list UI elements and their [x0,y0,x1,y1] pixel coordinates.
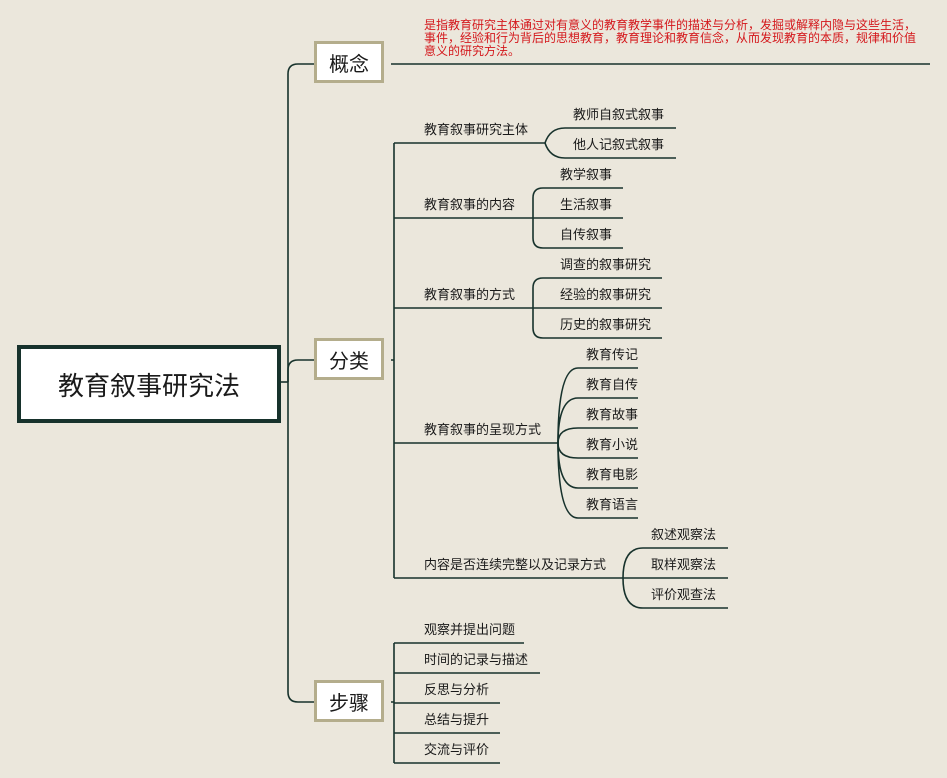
step-item[interactable]: 观察并提出问题 [424,623,516,638]
root-topic[interactable]: 教育叙事研究法 [17,345,281,423]
trunk-to-classification [287,359,314,382]
leaf-item[interactable]: 生活叙事 [560,198,613,213]
group-label-method[interactable]: 教育叙事的方式 [424,288,516,303]
leaf-item[interactable]: 教育小说 [586,438,639,453]
step-item[interactable]: 交流与评价 [424,743,490,758]
leaf-item[interactable]: 教育自传 [586,378,639,393]
trunk-to-steps [287,382,314,703]
group-label-content[interactable]: 教育叙事的内容 [424,198,516,213]
group-label-subject[interactable]: 教育叙事研究主体 [424,123,529,138]
steps-node[interactable]: 步骤 [314,680,384,722]
classification-spine [391,143,395,578]
leaf-item[interactable]: 调查的叙事研究 [560,258,652,273]
concept-description: 是指教育研究主体通过对有意义的教育教学事件的描述与分析，发掘或解释内隐与这些生活… [424,18,917,58]
steps-spine [391,643,395,763]
step-item[interactable]: 总结与提升 [424,713,490,728]
leaf-item[interactable]: 他人记叙式叙事 [573,138,665,153]
leaf-item[interactable]: 教师自叙式叙事 [573,108,665,123]
leaf-item[interactable]: 自传叙事 [560,228,613,243]
leaf-item[interactable]: 评价观查法 [651,588,717,603]
concept-node[interactable]: 概念 [314,41,384,83]
leaf-item[interactable]: 取样观察法 [651,558,717,573]
leaf-item[interactable]: 教育传记 [586,348,639,363]
trunk-to-concept [287,63,314,382]
leaf-item[interactable]: 教育语言 [586,498,639,513]
step-item[interactable]: 反思与分析 [424,683,490,698]
leaf-item[interactable]: 教育电影 [586,468,639,483]
leaf-item[interactable]: 教育故事 [586,408,639,423]
leaf-item[interactable]: 历史的叙事研究 [560,318,652,333]
leaf-item[interactable]: 叙述观察法 [651,528,717,543]
leaf-item[interactable]: 经验的叙事研究 [560,288,652,303]
group-label-recording[interactable]: 内容是否连续完整以及记录方式 [424,558,607,573]
leaf-item[interactable]: 教学叙事 [560,168,613,183]
classification-node[interactable]: 分类 [314,338,384,380]
step-item[interactable]: 时间的记录与描述 [424,653,529,668]
group-label-presentation[interactable]: 教育叙事的呈现方式 [424,423,542,438]
